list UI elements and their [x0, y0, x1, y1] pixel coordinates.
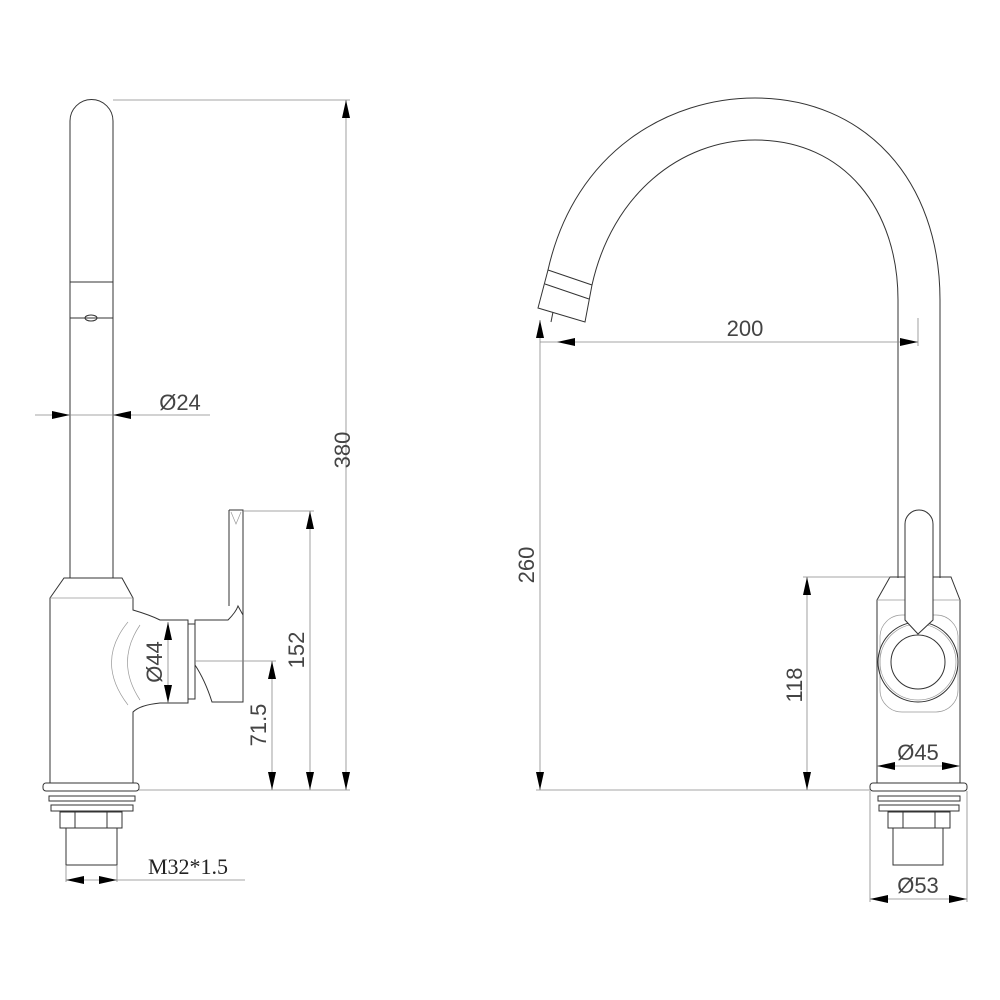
- spout-tube: [69, 99, 114, 578]
- gooseneck-outer: [547, 97, 941, 578]
- lever: [228, 509, 244, 615]
- dim-body-diameter: Ø45: [897, 740, 939, 765]
- dim-spout-height: 260: [514, 547, 539, 584]
- dim-base-diameter: Ø53: [897, 873, 939, 898]
- front-nut: [887, 811, 951, 829]
- side-view-dimensions: 380 152 71.5 Ø24 Ø44 M32*1.5: [35, 99, 355, 884]
- gooseneck-inner: [591, 139, 899, 578]
- nut: [59, 811, 123, 829]
- aerator: [537, 269, 593, 323]
- dim-spout-reach: 200: [727, 316, 764, 341]
- front-view-dimensions: 200 260 118 Ø45 Ø53: [514, 316, 968, 903]
- side-view-faucet: [42, 99, 244, 866]
- dim-thread: M32*1.5: [148, 854, 228, 879]
- base-flange: [42, 782, 140, 792]
- dim-cartridge-height: 71.5: [246, 704, 271, 747]
- dim-overall-height: 380: [330, 432, 355, 469]
- front-view-faucet: [537, 97, 968, 866]
- front-lever: [904, 509, 934, 635]
- handle-cap: [194, 604, 244, 703]
- dim-cartridge-diameter: Ø44: [142, 641, 167, 683]
- front-thread-shank: [892, 827, 944, 866]
- dim-spout-diameter: Ø24: [159, 390, 201, 415]
- dim-lever-height: 152: [284, 632, 309, 669]
- dim-body-height: 118: [782, 667, 807, 702]
- body: [49, 577, 189, 784]
- thread-shank: [65, 827, 118, 866]
- front-base-flange: [869, 782, 968, 792]
